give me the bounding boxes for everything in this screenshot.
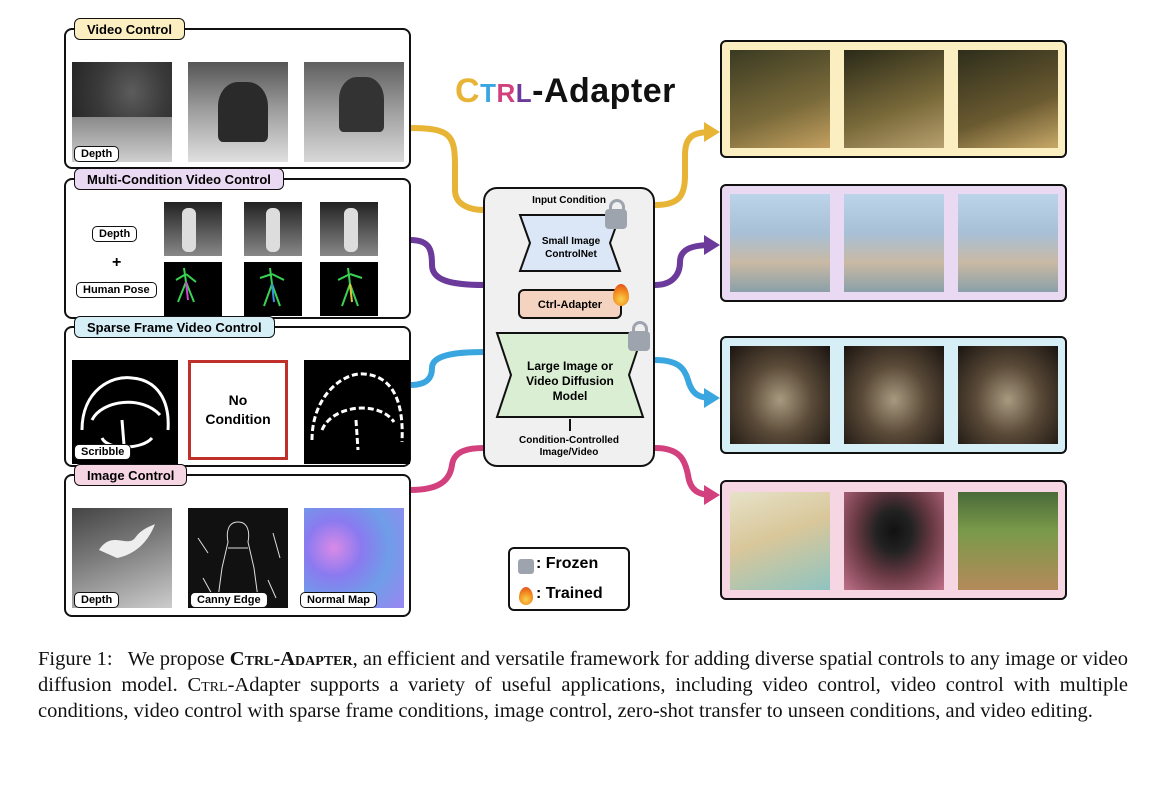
legend-trained: : Trained: [536, 585, 603, 602]
output-panel-images: [720, 480, 1067, 600]
title-c: C: [455, 72, 481, 110]
diffusion-model-label: Large Image or Video Diffusion Model: [526, 359, 614, 403]
blue-input-curve: [407, 349, 487, 388]
depth-thumb-3: [320, 202, 378, 256]
controlnet-label: Small Image ControlNet: [541, 236, 601, 260]
depth-thumb-1: [164, 202, 222, 256]
ctrl-adapter-label: Ctrl-Adapter: [537, 299, 603, 311]
output-frame: [844, 50, 944, 148]
yellow-input-curve: [407, 125, 487, 213]
pose-thumb-1: [164, 262, 222, 316]
depth-tag: Depth: [74, 146, 120, 162]
pose-thumb-3: [320, 262, 378, 316]
output-frame: [958, 492, 1058, 590]
caption-part-3: -Adapter supports a variety of useful ap…: [38, 674, 1129, 722]
purple-arrowhead: [704, 235, 720, 255]
normal-map-tag: Normal Map: [300, 592, 377, 608]
yellow-arrowhead: [704, 122, 720, 142]
multi-condition-title: Multi-Condition Video Control: [74, 168, 284, 190]
pink-input-curve: [407, 445, 487, 493]
image-control-title: Image Control: [74, 464, 188, 486]
output-panel-cat: [720, 40, 1067, 158]
fire-icon-legend: [519, 587, 533, 605]
output-frame: [730, 492, 830, 590]
pose-thumb-2: [244, 262, 302, 316]
depth-frame-2: [188, 62, 288, 162]
human-pose-tag: Human Pose: [76, 282, 157, 298]
legend-frozen: : Frozen: [536, 555, 599, 572]
ctrl-adapter-block: Ctrl-Adapter: [518, 289, 622, 319]
output-frame: [730, 194, 830, 292]
caption-sc-name: Ctrl: [187, 674, 228, 696]
output-panel-beach: [720, 184, 1067, 302]
input-condition-label: Input Condition: [532, 195, 606, 206]
figure-title: CTRL-Adapter: [455, 72, 676, 111]
title-l: L: [515, 78, 533, 108]
no-condition-box: No Condition: [188, 360, 288, 460]
multi-condition-panel: Multi-Condition Video Control Depth + Hu…: [64, 168, 411, 319]
depth-thumb-2: [244, 202, 302, 256]
output-frame: [730, 50, 830, 148]
depth-frame-3: [304, 62, 404, 162]
scribble-frame-3: [304, 360, 410, 464]
title-t: T: [480, 78, 497, 108]
output-frame: [730, 346, 830, 444]
sparse-frame-panel: Sparse Frame Video Control Scribble No C…: [64, 316, 411, 467]
down-arrow-icon: [569, 419, 571, 431]
output-frame: [844, 346, 944, 444]
output-frame: [844, 492, 944, 590]
purple-input-curve: [407, 237, 487, 288]
scribble-tag: Scribble: [74, 444, 132, 460]
normal-map-image: [304, 508, 404, 608]
video-control-title: Video Control: [74, 18, 185, 40]
output-frame: [844, 194, 944, 292]
legend: : Frozen : Trained: [508, 547, 630, 611]
plus-sign: +: [112, 254, 122, 271]
depth-tag: Depth: [74, 592, 120, 608]
blue-arrowhead: [704, 388, 720, 408]
lock-icon-controlnet: [605, 199, 627, 229]
caption-bold-name: Ctrl-Adapter: [229, 648, 353, 670]
canny-edge-image: [188, 508, 288, 608]
pink-output-curve: [652, 445, 715, 498]
blue-output-curve: [652, 357, 715, 401]
image-control-panel: Image Control Depth Canny Edge Normal Ma…: [64, 464, 411, 617]
figure-caption: Figure 1: We propose Ctrl-Adapter, an ef…: [38, 646, 1128, 724]
lock-icon-legend: [518, 559, 534, 574]
caption-part-1: We propose: [127, 648, 225, 670]
output-frame: [958, 50, 1058, 148]
lock-icon-diffusion: [628, 321, 650, 351]
ctrl-adapter-pipeline: Input Condition Small Image ControlNet C…: [483, 187, 655, 467]
title-rest: -Adapter: [532, 72, 676, 110]
depth-tag: Depth: [92, 226, 138, 242]
title-r: R: [496, 78, 516, 108]
caption-label: Figure 1:: [38, 648, 113, 670]
purple-output-curve: [652, 242, 715, 288]
connector-curves: [407, 122, 720, 505]
depth-image: [72, 508, 172, 608]
no-condition-label: No Condition: [205, 392, 271, 427]
depth-frame-1: [72, 62, 172, 162]
canny-edge-tag: Canny Edge: [190, 592, 268, 608]
sparse-frame-title: Sparse Frame Video Control: [74, 316, 275, 338]
output-frame: [958, 346, 1058, 444]
video-control-panel: Video Control Depth: [64, 18, 411, 169]
fire-icon-adapter: [613, 284, 629, 306]
output-frame: [958, 194, 1058, 292]
output-label: Condition-Controlled Image/Video: [519, 435, 619, 458]
caption-part-2: , an efficient and versatile framework f…: [38, 648, 1129, 696]
pink-arrowhead: [704, 485, 720, 505]
output-panel-hallway: [720, 336, 1067, 454]
yellow-output-curve: [652, 129, 715, 208]
